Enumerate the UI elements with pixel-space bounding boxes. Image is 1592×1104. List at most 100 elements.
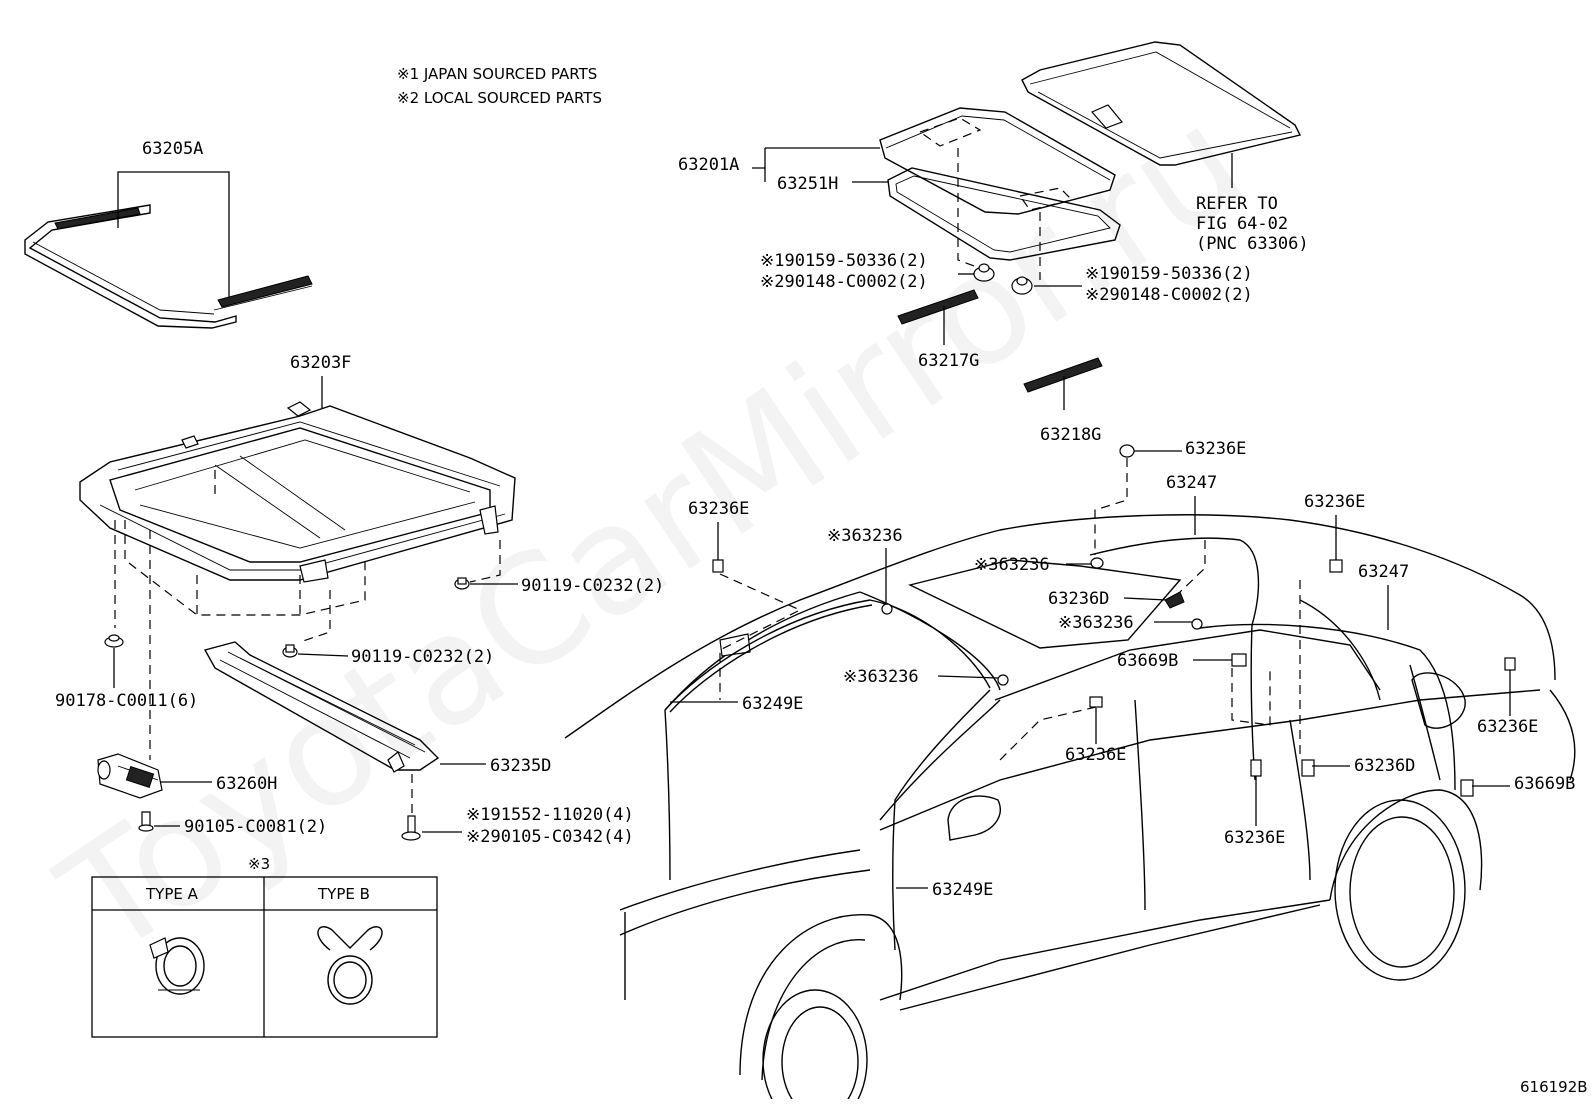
leader-90119-b [297, 653, 349, 657]
label-63260h[interactable]: 63260H [216, 774, 277, 794]
clip-icon [1090, 557, 1104, 569]
label-63669b-mid[interactable]: 63669B [1117, 651, 1178, 671]
refer-line-1: REFER TO [1196, 194, 1278, 214]
hose-63249e-front-inner [669, 604, 873, 713]
type-b-header: TYPE B [317, 885, 370, 903]
label-63251h[interactable]: 63251H [777, 174, 838, 194]
part-63260h-motor [97, 753, 163, 799]
hose-63249e-front [664, 599, 991, 711]
clip-icon [881, 603, 893, 615]
clip-icon [997, 674, 1009, 686]
bolt-91552 [401, 815, 421, 841]
hose-63249e-pillar [892, 689, 991, 951]
label-63669b-bot[interactable]: 63669B [1514, 774, 1575, 794]
label-63236e-bot[interactable]: 63236E [1224, 828, 1285, 848]
note-local-sourced: ※2 LOCAL SOURCED PARTS [397, 89, 602, 107]
label-63236e-right[interactable]: 63236E [1304, 492, 1365, 512]
dashed-guide [299, 590, 331, 643]
label-63236-d[interactable]: ※363236 [843, 667, 919, 687]
clip-icon [1504, 657, 1516, 671]
label-63218g[interactable]: 63218G [1040, 425, 1101, 445]
clip-icon [1460, 779, 1474, 797]
dashed-guide [469, 540, 501, 583]
refer-line-2: FIG 64-02 [1196, 214, 1288, 234]
label-63236-b[interactable]: ※363236 [974, 555, 1050, 575]
dashed-guide [124, 520, 366, 616]
dashed-guide [719, 573, 802, 700]
part-63218g-strip [1023, 357, 1103, 393]
car-body [564, 514, 1576, 1104]
dashed-guide [1094, 458, 1128, 555]
figure-id: 616192B [1520, 1078, 1588, 1096]
label-63236-a[interactable]: ※363236 [827, 526, 903, 546]
leader-63205a [117, 171, 230, 298]
part-sunshade-refer [1021, 41, 1302, 166]
type-a-header: TYPE A [145, 885, 199, 903]
dashed-guide [957, 148, 986, 271]
clip-icon [1164, 591, 1185, 609]
label-90159-left[interactable]: ※190159-50336(2) [760, 251, 928, 271]
part-63201a-glass [879, 107, 1116, 215]
label-63247-right[interactable]: 63247 [1358, 562, 1409, 582]
type-table-note: ※3 [248, 855, 270, 873]
clip-icon [1191, 618, 1203, 630]
label-63236-c[interactable]: ※363236 [1058, 613, 1134, 633]
note-japan-sourced: ※1 JAPAN SOURCED PARTS [397, 65, 597, 83]
clip-icon [1301, 759, 1315, 777]
screw-90105-c0081 [138, 811, 154, 832]
label-63236e-top[interactable]: 63236E [1185, 439, 1246, 459]
hose-63247-drop [1250, 624, 1256, 781]
label-63235d[interactable]: 63235D [490, 756, 551, 776]
label-90119-a[interactable]: 90119-C0232(2) [521, 576, 664, 596]
part-63203f-frame [79, 401, 516, 583]
label-63201a[interactable]: 63201A [678, 155, 739, 175]
label-63249e-bot[interactable]: 63249E [932, 880, 993, 900]
label-63203f[interactable]: 63203F [290, 353, 351, 373]
label-90105-c0342[interactable]: ※290105-C0342(4) [466, 827, 634, 847]
label-63205a[interactable]: 63205A [142, 139, 203, 159]
clip-icon [1250, 759, 1262, 777]
clip-icon [1089, 696, 1103, 708]
part-63235d-panel [203, 641, 440, 773]
clamp-type-b-icon [317, 926, 383, 1005]
watermark: ToyotaCarMirror.ru [32, 74, 1274, 991]
label-63236e-mid[interactable]: 63236E [1065, 745, 1126, 765]
label-90119-b[interactable]: 90119-C0232(2) [351, 647, 494, 667]
label-90159-right[interactable]: ※190159-50336(2) [1085, 264, 1253, 284]
label-90105-c0081[interactable]: 90105-C0081(2) [184, 817, 327, 837]
label-63236e-left[interactable]: 63236E [688, 499, 749, 519]
label-63247-top[interactable]: 63247 [1166, 473, 1217, 493]
label-90148-left[interactable]: ※290148-C0002(2) [760, 272, 928, 292]
dashed-guide [1179, 540, 1206, 593]
label-63217g[interactable]: 63217G [918, 351, 979, 371]
hose-63247-rear [1199, 623, 1456, 791]
part-63217g-strip [897, 289, 979, 325]
bolt-90159-left [973, 263, 995, 282]
label-63236e-rear[interactable]: 63236E [1477, 717, 1538, 737]
clip-icon [1329, 559, 1343, 573]
label-63236d-bot[interactable]: 63236D [1354, 756, 1415, 776]
leader-63236d-top [1123, 597, 1167, 601]
part-63205a-drawing [24, 204, 313, 329]
label-63236d-top[interactable]: 63236D [1048, 589, 1109, 609]
label-63249e-top[interactable]: 63249E [742, 694, 803, 714]
type-table [91, 876, 438, 1038]
label-91552[interactable]: ※191552-11020(4) [466, 805, 634, 825]
leader-63201a-bracket [752, 148, 766, 182]
bolt-90119-a [454, 577, 470, 590]
clip-icon [712, 559, 724, 573]
refer-line-3: (PNC 63306) [1196, 234, 1309, 254]
clip-icon [1231, 653, 1247, 667]
part-63251h-weatherstrip [887, 167, 1121, 261]
bolt-90119-b [282, 644, 298, 658]
dashed-guide [999, 706, 1097, 761]
nut-90178 [104, 634, 124, 648]
label-90148-right[interactable]: ※290148-C0002(2) [1085, 285, 1253, 305]
leader-63236-d [937, 675, 999, 679]
clip-icon [1119, 444, 1135, 458]
bolt-90159-right [1011, 276, 1033, 295]
label-90178[interactable]: 90178-C0011(6) [55, 691, 198, 711]
hose-63247-top [1089, 537, 1260, 626]
